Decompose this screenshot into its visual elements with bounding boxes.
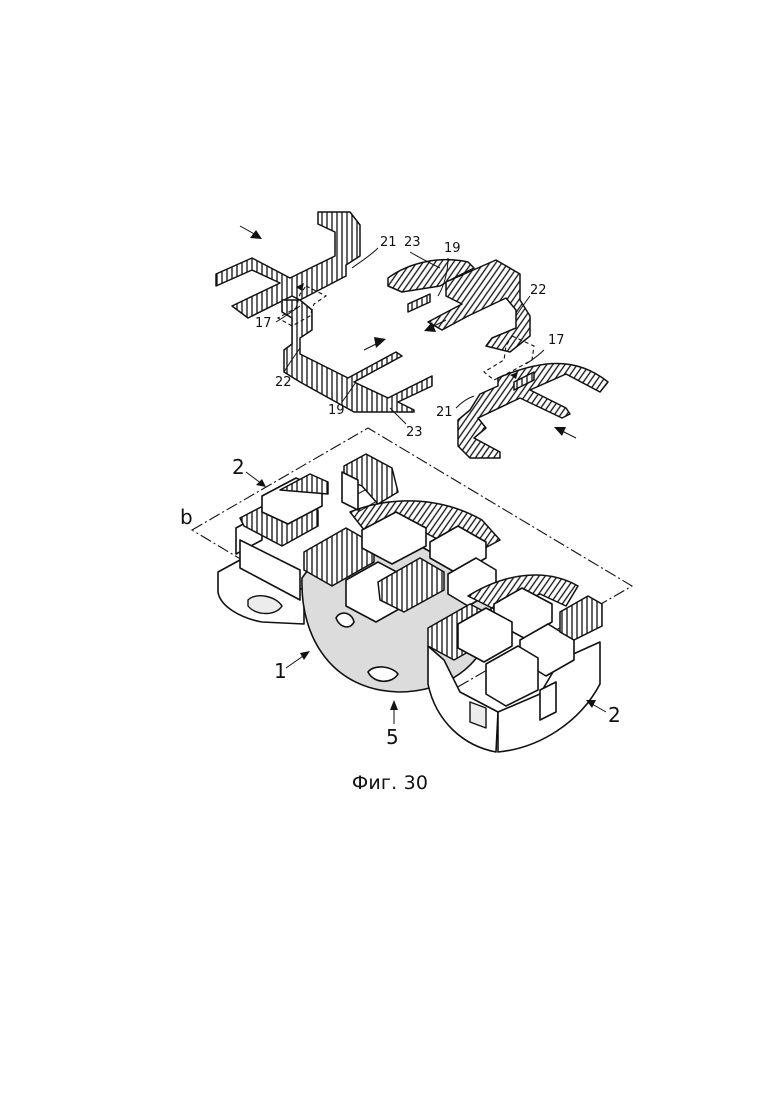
refnum-21-top: 21 (380, 235, 397, 250)
refnum-b: b (180, 505, 193, 529)
figure-caption: Фиг. 30 (0, 772, 780, 794)
refnum-22-left: 22 (275, 375, 292, 390)
lower-right-layer-21 (458, 364, 608, 459)
refnum-22-right: 22 (530, 283, 547, 298)
right-layer-23 (388, 260, 530, 352)
refnum-2-top-left: 2 (232, 455, 245, 479)
refnum-2-bottom-right: 2 (608, 703, 621, 727)
refnum-23-bottom: 23 (406, 425, 423, 440)
left-layer-21 (216, 212, 432, 412)
refnum-5: 5 (386, 725, 399, 749)
refnum-19-top: 19 (444, 241, 461, 256)
arrow-icon (554, 427, 576, 438)
refnum-17-right: 17 (548, 333, 565, 348)
arrow-icon (364, 337, 386, 350)
exploded-section-layers: 21 23 19 22 17 22 19 23 17 21 (216, 212, 608, 458)
refnum-17-left: 17 (255, 316, 272, 331)
arrow-icon (240, 226, 262, 239)
refnum-21-bottom: 21 (436, 405, 453, 420)
refnum-23-top: 23 (404, 235, 421, 250)
refnum-19-bottom: 19 (328, 403, 345, 418)
refnum-1: 1 (274, 659, 287, 683)
